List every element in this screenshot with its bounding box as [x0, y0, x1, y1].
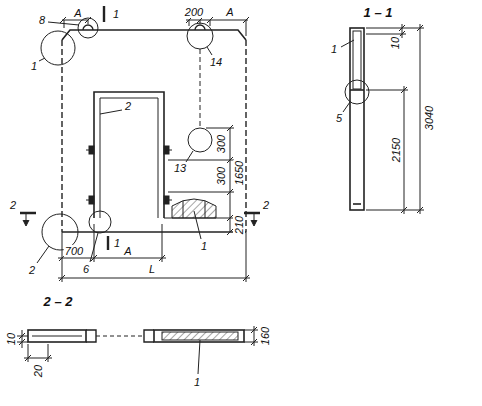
callout-number: 5 [335, 112, 343, 124]
dimension-text: A [73, 7, 82, 19]
callout-number: 8 [38, 14, 46, 26]
section-mark: 2 [9, 199, 17, 211]
dimension-text: 160 [259, 326, 271, 346]
dimension-text: 300 [215, 166, 227, 186]
dimension-text: 2150 [390, 137, 402, 163]
callout-number: 2 [28, 264, 36, 276]
dimension-text: 700 [64, 245, 84, 257]
section-mark: 1 [112, 8, 120, 20]
dimension-text: A [123, 245, 132, 257]
section-title: 1 – 1 [363, 6, 394, 20]
dimension-text: 20 [32, 364, 44, 378]
section-mark: 2 [262, 199, 270, 211]
dimension-text: 10 [5, 332, 17, 346]
dimension-text: 10 [389, 36, 401, 50]
section-title: 2 – 2 [43, 295, 74, 309]
section-mark: 1 [113, 237, 121, 249]
dimension-text: A [225, 6, 234, 18]
dimension-text: 210 [233, 215, 245, 235]
callout-number: 14 [209, 56, 223, 68]
callout-number: 1 [30, 60, 38, 72]
dimension-text: 200 [184, 6, 204, 18]
callout-number: 1 [200, 240, 208, 252]
dimension-text: 300 [215, 134, 227, 154]
callout-number: 13 [173, 162, 187, 174]
callout-number: 6 [82, 263, 90, 275]
dimension-text: 3040 [423, 105, 435, 131]
dimension-text: L [148, 263, 156, 275]
callout-number: 2 [124, 100, 132, 112]
callout-number: 1 [330, 43, 338, 55]
dimension-text: 1650 [233, 160, 245, 186]
callout-number: 1 [193, 376, 201, 388]
